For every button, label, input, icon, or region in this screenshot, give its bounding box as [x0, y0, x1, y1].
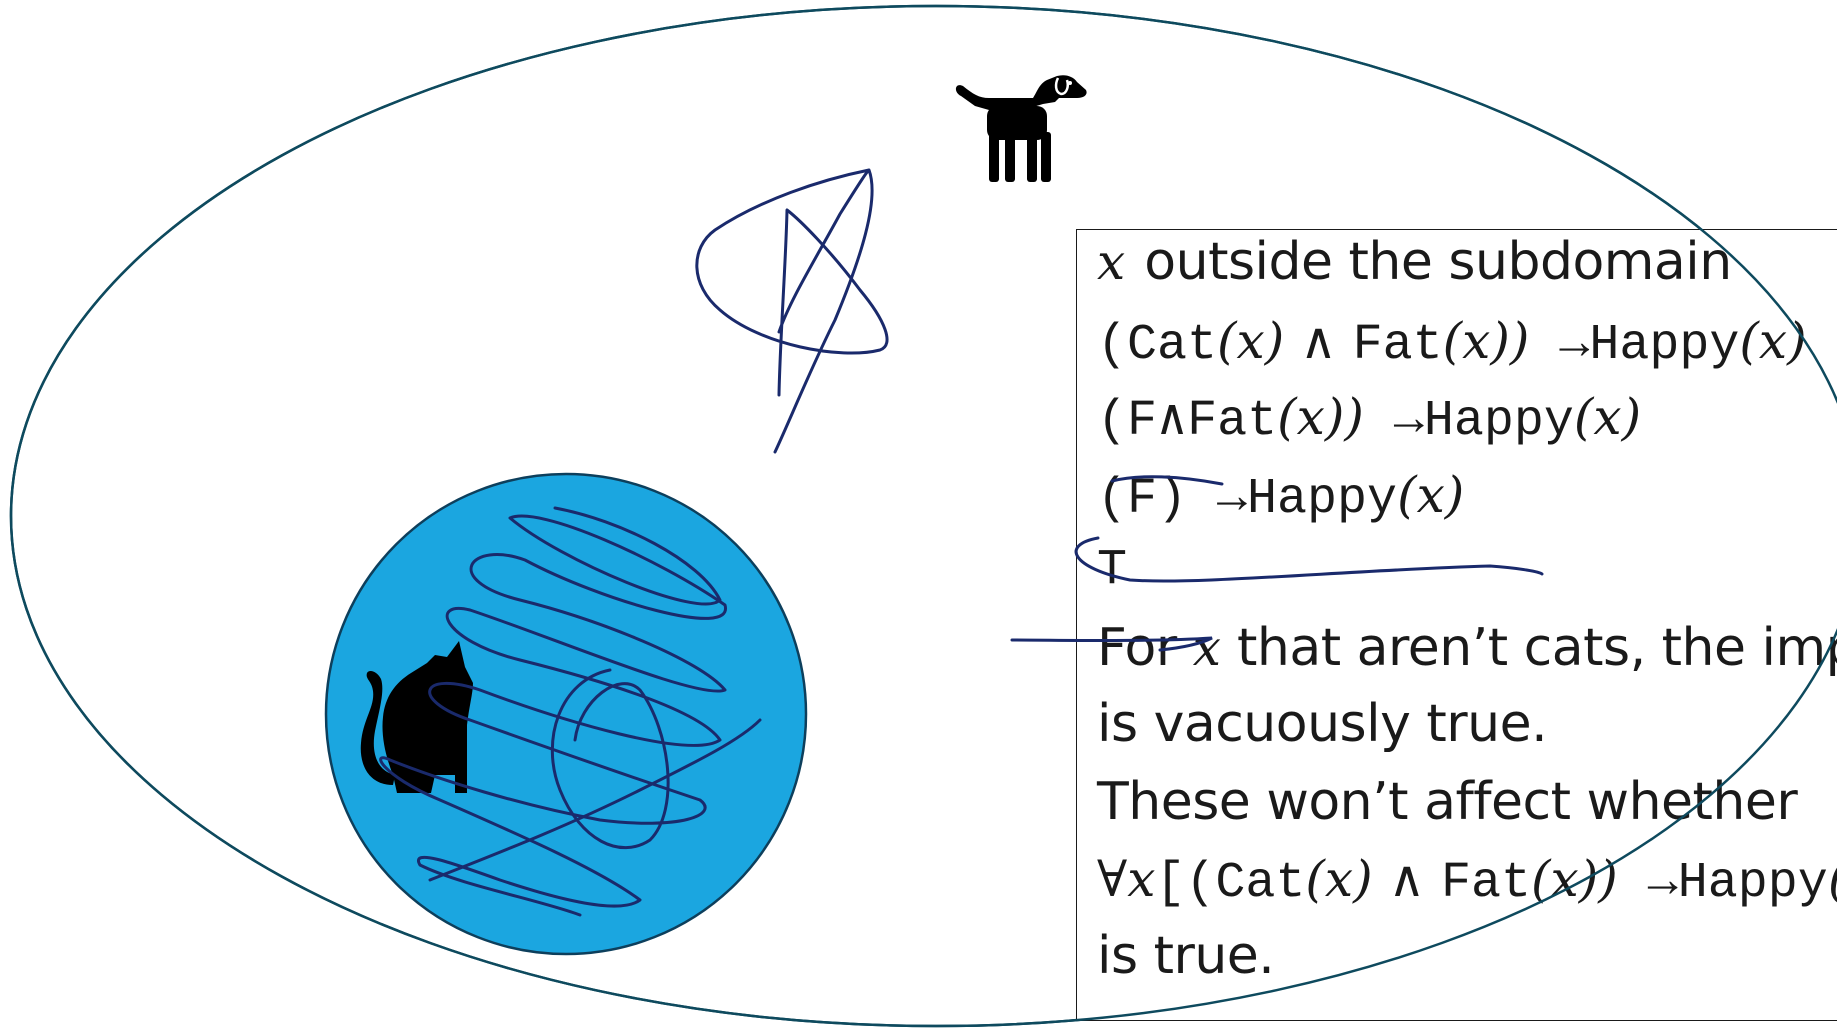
line-formula-original: (Cat(x) ∧ Fat(x)) →Happy(x)	[1097, 312, 1807, 374]
formula-part: (Cat	[1097, 317, 1218, 374]
line-formula-quantified: ∀x[(Cat(x) ∧ Fat(x)) →Happy(x)]	[1097, 850, 1837, 912]
formula-part: →Happy	[1529, 317, 1740, 374]
formula-var: (x))	[1531, 850, 1618, 908]
formula-var: (x))	[1442, 312, 1530, 370]
formula-part: [(Cat	[1155, 855, 1306, 912]
line-formula-result: T	[1097, 542, 1127, 599]
formula-part: →Happy	[1363, 393, 1574, 450]
formula-part: (F)	[1097, 471, 1188, 528]
formula-result: T	[1097, 542, 1128, 599]
formula-part: →Happy	[1617, 855, 1828, 912]
explanation-textbox: x outside the subdomain (Cat(x) ∧ Fat(x)…	[1076, 229, 1837, 1021]
var-x: x	[1097, 233, 1126, 291]
explanation-text: is vacuously true.	[1097, 694, 1548, 754]
line-explanation-1: For x that aren’t cats, the implication	[1097, 618, 1837, 678]
formula-var: (x)	[1217, 312, 1285, 370]
formula-var: x	[1127, 850, 1156, 908]
explanation-text: that aren’t cats, the implication	[1237, 618, 1837, 678]
line-subdomain-heading: x outside the subdomain	[1097, 232, 1732, 292]
line-explanation-4: is true.	[1097, 926, 1275, 986]
formula-var: (x)	[1397, 466, 1465, 524]
formula-forall: ∀	[1097, 850, 1128, 908]
formula-part: Fat	[1352, 317, 1443, 374]
formula-var: (x)	[1305, 850, 1373, 908]
explanation-text: is true.	[1097, 926, 1275, 986]
line-explanation-3: These won’t affect whether	[1097, 772, 1798, 832]
formula-and: ∧	[1372, 850, 1442, 908]
formula-var: (x)]	[1828, 850, 1837, 908]
line-formula-step2: (F) →Happy(x)	[1097, 466, 1464, 528]
explanation-var: x	[1192, 619, 1221, 677]
formula-part: Fat	[1441, 855, 1532, 912]
line-explanation-2: is vacuously true.	[1097, 694, 1548, 754]
explanation-text: These won’t affect whether	[1097, 772, 1798, 832]
formula-var: (x))	[1277, 388, 1364, 446]
formula-and: ∧	[1284, 312, 1353, 370]
dog-icon	[955, 75, 1087, 182]
formula-var: (x)	[1739, 312, 1807, 370]
heading-text: outside the subdomain	[1144, 232, 1732, 292]
formula-var: (x)	[1573, 388, 1642, 446]
formula-part: (F∧Fat	[1097, 393, 1278, 450]
line-formula-step1: (F∧Fat(x)) →Happy(x)	[1097, 388, 1641, 450]
explanation-text: For	[1097, 618, 1193, 678]
formula-part: →Happy	[1187, 471, 1398, 528]
